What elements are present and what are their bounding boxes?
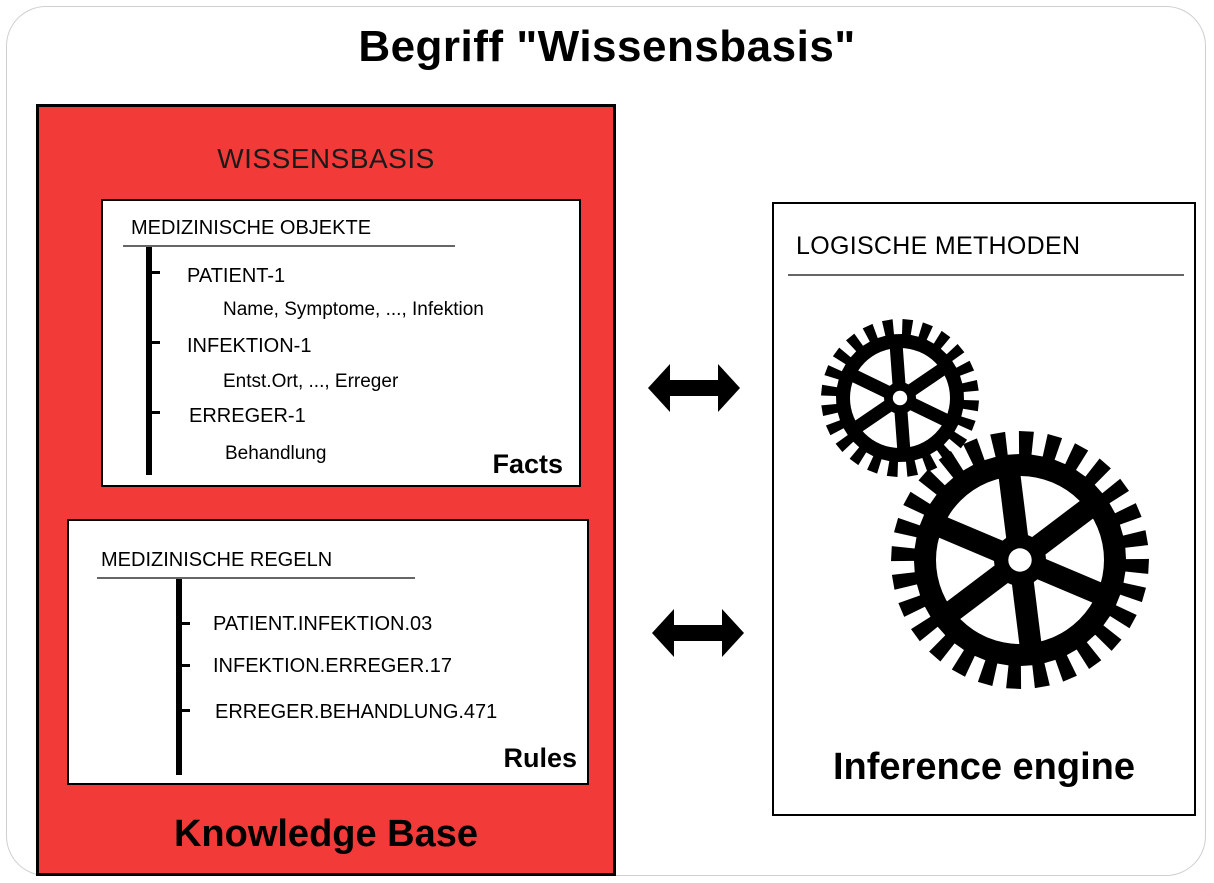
rule-item: INFEKTION.ERREGER.17: [213, 655, 452, 677]
tree-branch-tick: [152, 341, 160, 344]
facts-tree-trunk: [146, 247, 152, 475]
page-title: Begriff "Wissensbasis": [358, 22, 856, 71]
gear-icon: [891, 431, 1149, 689]
rules-panel-title: MEDIZINISCHE REGELN: [101, 549, 333, 571]
fact-item-label: ERREGER-1: [189, 405, 306, 427]
knowledge-base-block: WISSENSBASIS MEDIZINISCHE OBJEKTE PATIEN…: [36, 104, 616, 876]
fact-item-detail: Behandlung: [225, 443, 327, 464]
double-arrow-icon: [648, 364, 740, 412]
tree-branch-tick: [182, 709, 190, 712]
tree-branch-tick: [152, 271, 160, 274]
inference-engine-label: Inference engine: [833, 746, 1135, 788]
fact-item-label: INFEKTION-1: [187, 335, 312, 357]
rule-item: ERREGER.BEHANDLUNG.471: [215, 701, 498, 723]
knowledge-base-heading: WISSENSBASIS: [217, 143, 435, 174]
rule-item: PATIENT.INFEKTION.03: [213, 613, 433, 635]
facts-tag: Facts: [492, 449, 563, 479]
rules-title-underline: [97, 577, 415, 579]
fact-item-label: PATIENT-1: [187, 265, 286, 287]
rules-tree-trunk: [176, 579, 182, 775]
double-arrow-icon: [652, 609, 744, 657]
facts-panel-title: MEDIZINISCHE OBJEKTE: [131, 217, 372, 239]
tree-branch-tick: [182, 664, 190, 667]
tree-branch-tick: [182, 622, 190, 625]
tree-branch-tick: [152, 411, 160, 414]
facts-title-underline: [123, 245, 455, 247]
fact-item-detail: Name, Symptome, ..., Infektion: [223, 299, 484, 320]
fact-item-detail: Entst.Ort, ..., Erreger: [223, 371, 399, 392]
gear-icon: [821, 319, 979, 477]
rules-panel: MEDIZINISCHE REGELN PATIENT.INFEKTION.03…: [67, 519, 589, 785]
rules-tag: Rules: [503, 743, 577, 773]
facts-panel: MEDIZINISCHE OBJEKTE PATIENT-1 Name, Sym…: [101, 199, 581, 487]
logic-methods-title: LOGISCHE METHODEN: [796, 232, 1081, 260]
knowledge-base-footer: Knowledge Base: [173, 813, 479, 855]
logic-methods-underline: [788, 274, 1184, 276]
